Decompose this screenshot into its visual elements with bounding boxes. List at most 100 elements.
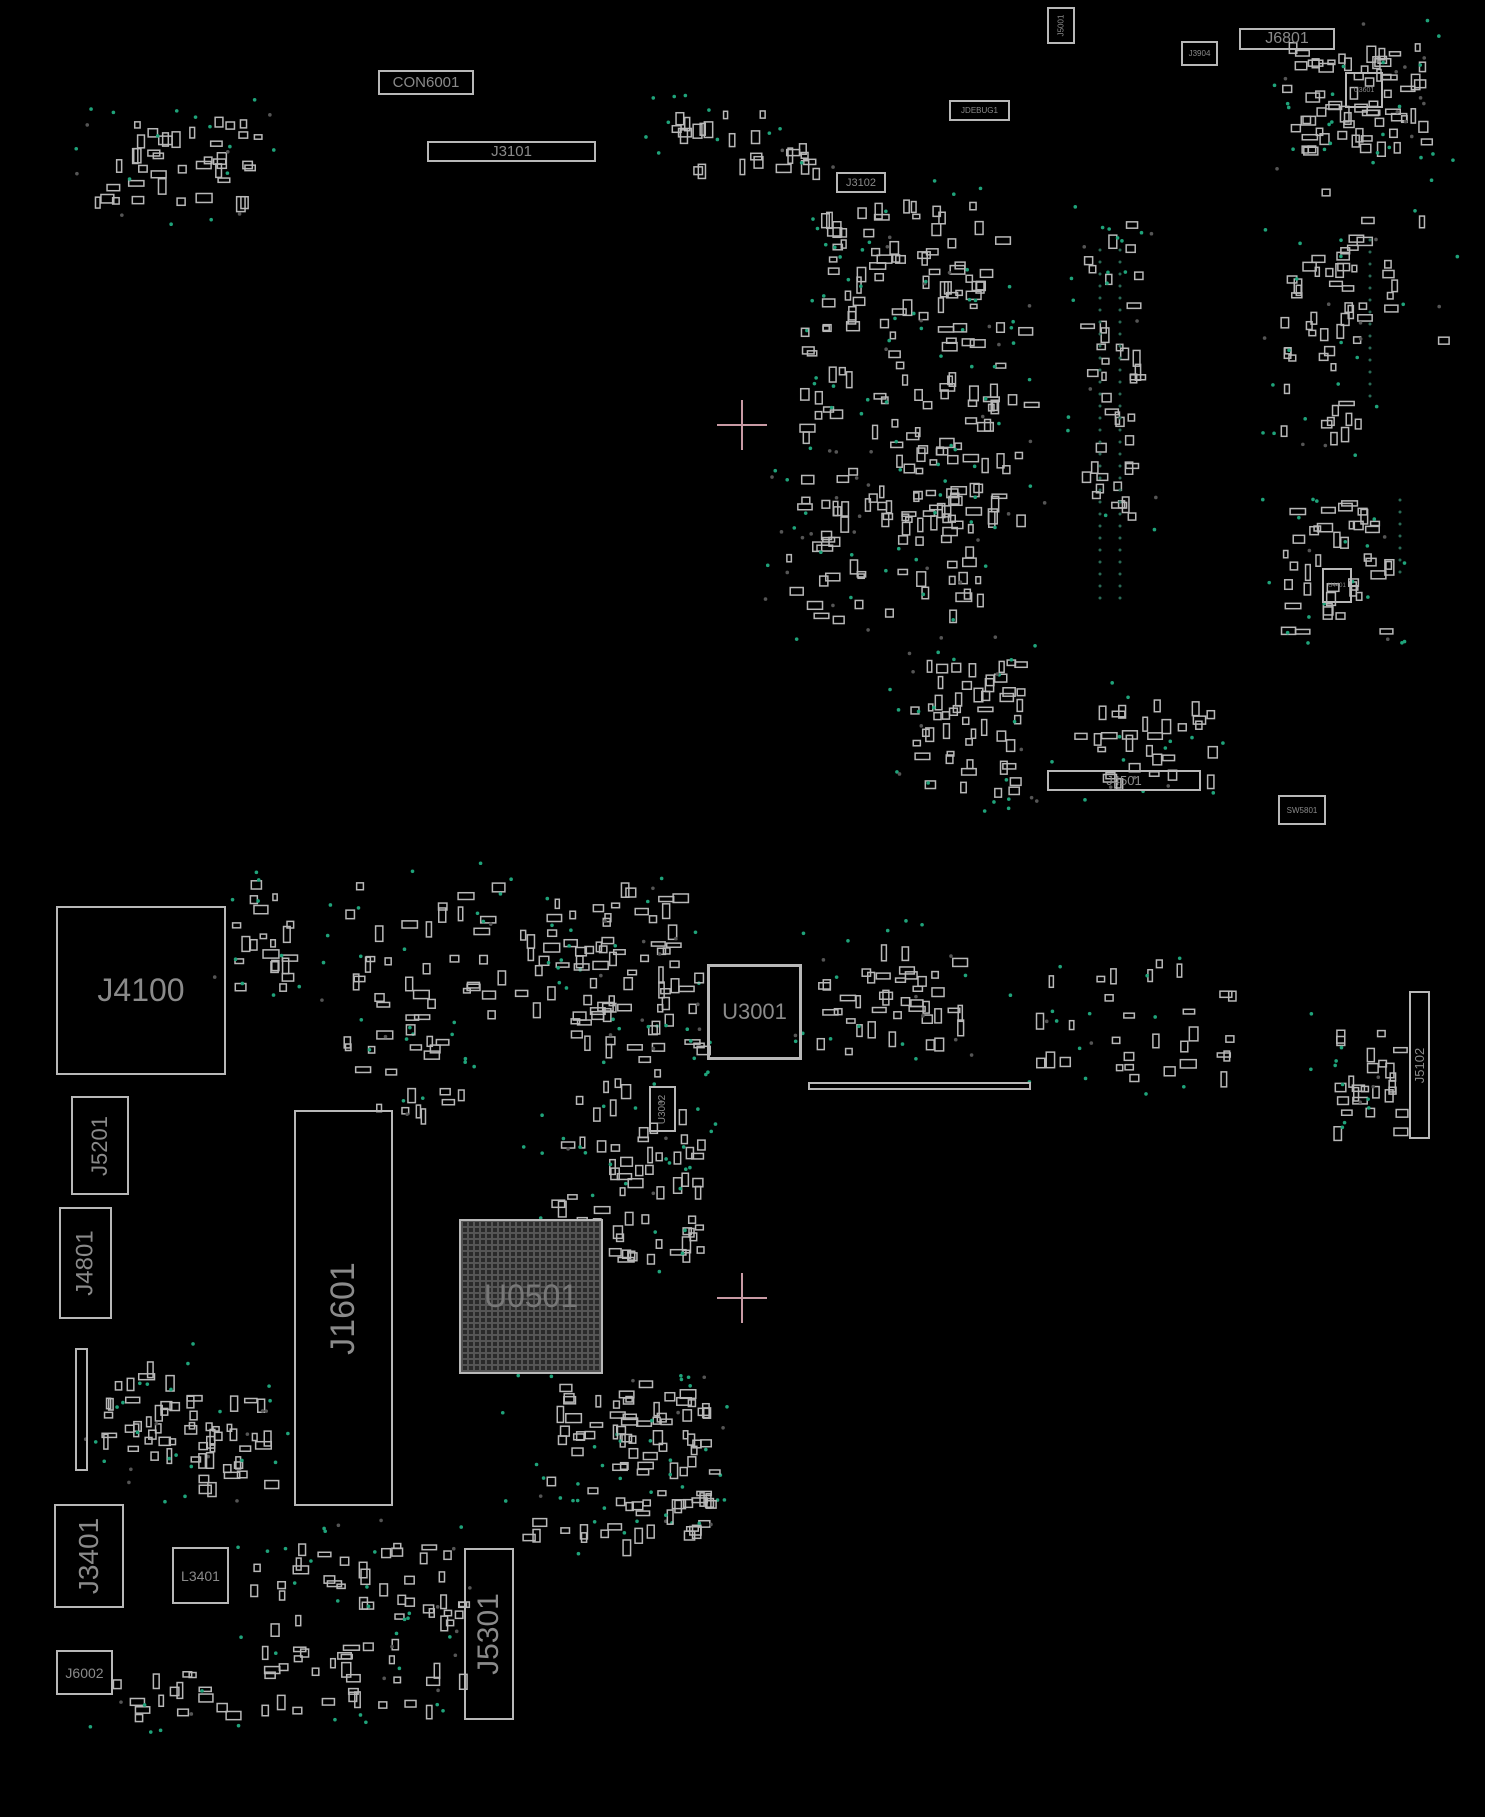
smd-component[interactable] bbox=[644, 1164, 654, 1176]
smd-component[interactable] bbox=[1161, 718, 1172, 735]
smd-component[interactable] bbox=[555, 962, 570, 968]
smd-component[interactable] bbox=[664, 1013, 675, 1027]
smd-component[interactable] bbox=[1310, 311, 1318, 325]
test-point[interactable] bbox=[646, 1024, 651, 1029]
test-point[interactable] bbox=[163, 1499, 167, 1504]
smd-component[interactable] bbox=[407, 1087, 417, 1104]
smd-component[interactable] bbox=[1340, 426, 1350, 443]
smd-component[interactable] bbox=[969, 339, 986, 349]
smd-component[interactable] bbox=[967, 523, 974, 534]
test-point[interactable] bbox=[1353, 453, 1358, 458]
smd-component[interactable] bbox=[570, 1030, 583, 1039]
test-point[interactable] bbox=[546, 960, 551, 965]
smd-component[interactable] bbox=[849, 559, 859, 575]
test-point[interactable] bbox=[1009, 325, 1014, 330]
smd-component[interactable] bbox=[342, 1644, 361, 1651]
smd-component[interactable] bbox=[205, 1451, 215, 1470]
test-point[interactable] bbox=[1301, 442, 1305, 447]
test-point[interactable] bbox=[1123, 270, 1128, 274]
test-point[interactable] bbox=[186, 1361, 190, 1366]
smd-component[interactable] bbox=[150, 170, 167, 179]
smd-component[interactable] bbox=[871, 424, 879, 440]
test-point[interactable] bbox=[650, 1418, 654, 1423]
test-point[interactable] bbox=[803, 511, 808, 515]
test-point[interactable] bbox=[405, 1112, 409, 1117]
smd-component[interactable] bbox=[1177, 723, 1187, 732]
test-point[interactable] bbox=[1330, 120, 1334, 124]
smd-component[interactable] bbox=[1410, 108, 1417, 124]
smd-component[interactable] bbox=[1384, 558, 1395, 576]
test-point[interactable] bbox=[960, 328, 965, 332]
smd-component[interactable] bbox=[1207, 745, 1219, 759]
smd-component[interactable] bbox=[1343, 120, 1355, 129]
smd-component[interactable] bbox=[1393, 1046, 1408, 1054]
smd-component[interactable] bbox=[638, 1056, 652, 1064]
smd-component[interactable] bbox=[619, 1187, 626, 1197]
smd-component[interactable] bbox=[1105, 273, 1113, 286]
smd-component[interactable] bbox=[1319, 328, 1329, 342]
test-point[interactable] bbox=[1336, 382, 1341, 386]
test-point[interactable] bbox=[599, 973, 603, 978]
test-point[interactable] bbox=[857, 514, 862, 519]
smd-component[interactable] bbox=[466, 981, 481, 989]
smd-component[interactable] bbox=[1045, 1051, 1056, 1069]
smd-component[interactable] bbox=[654, 1069, 662, 1078]
test-point[interactable] bbox=[814, 376, 818, 380]
smd-component[interactable] bbox=[708, 1469, 721, 1475]
test-point[interactable] bbox=[618, 1476, 623, 1481]
test-point[interactable] bbox=[1372, 517, 1377, 521]
smd-component[interactable] bbox=[969, 201, 977, 211]
smd-component[interactable] bbox=[131, 147, 139, 165]
test-point[interactable] bbox=[633, 1106, 638, 1110]
smd-component[interactable] bbox=[100, 193, 115, 204]
test-point[interactable] bbox=[1339, 340, 1343, 345]
smd-component[interactable] bbox=[832, 220, 842, 239]
smd-component[interactable] bbox=[1108, 234, 1118, 250]
test-point[interactable] bbox=[617, 1026, 622, 1031]
smd-component[interactable] bbox=[1345, 412, 1353, 427]
smd-component[interactable] bbox=[672, 1177, 683, 1195]
test-point[interactable] bbox=[138, 1381, 142, 1386]
smd-component[interactable] bbox=[642, 1499, 652, 1507]
test-point[interactable] bbox=[273, 1651, 278, 1656]
test-point[interactable] bbox=[1083, 1076, 1088, 1081]
smd-component[interactable] bbox=[1364, 525, 1380, 534]
smd-component[interactable] bbox=[543, 942, 561, 953]
smd-component[interactable] bbox=[916, 447, 926, 463]
smd-component[interactable] bbox=[427, 998, 436, 1009]
test-point[interactable] bbox=[1343, 539, 1348, 544]
test-point[interactable] bbox=[1366, 595, 1370, 599]
smd-component[interactable] bbox=[168, 1438, 177, 1446]
test-point[interactable] bbox=[1374, 237, 1378, 242]
smd-component[interactable] bbox=[131, 195, 145, 205]
smd-component[interactable] bbox=[660, 1418, 673, 1426]
smd-component[interactable] bbox=[1361, 109, 1380, 117]
smd-component[interactable] bbox=[587, 1487, 599, 1495]
test-point[interactable] bbox=[121, 1400, 125, 1405]
smd-component[interactable] bbox=[292, 1706, 303, 1715]
test-point[interactable] bbox=[265, 1549, 270, 1553]
smd-component[interactable] bbox=[457, 891, 475, 901]
smd-component[interactable] bbox=[226, 1423, 233, 1433]
test-point[interactable] bbox=[1309, 1011, 1314, 1016]
smd-component[interactable] bbox=[995, 362, 1007, 369]
smd-component[interactable] bbox=[445, 1619, 455, 1627]
smd-component[interactable] bbox=[1376, 141, 1387, 158]
test-point[interactable] bbox=[943, 479, 947, 483]
test-point[interactable] bbox=[704, 1072, 708, 1077]
component-j4100[interactable]: J4100 bbox=[56, 906, 226, 1075]
smd-component[interactable] bbox=[440, 1615, 449, 1632]
test-point[interactable] bbox=[236, 1723, 241, 1728]
smd-component[interactable] bbox=[970, 728, 977, 740]
smd-component[interactable] bbox=[413, 1014, 431, 1021]
test-point[interactable] bbox=[859, 284, 863, 289]
test-point[interactable] bbox=[664, 1513, 668, 1518]
test-point[interactable] bbox=[659, 1100, 663, 1104]
test-point[interactable] bbox=[1262, 336, 1267, 340]
smd-component[interactable] bbox=[1302, 261, 1317, 272]
smd-component[interactable] bbox=[688, 1003, 697, 1015]
test-point[interactable] bbox=[1403, 65, 1407, 69]
smd-component[interactable] bbox=[800, 159, 810, 175]
smd-component[interactable] bbox=[647, 1146, 654, 1164]
test-point[interactable] bbox=[558, 1496, 563, 1500]
